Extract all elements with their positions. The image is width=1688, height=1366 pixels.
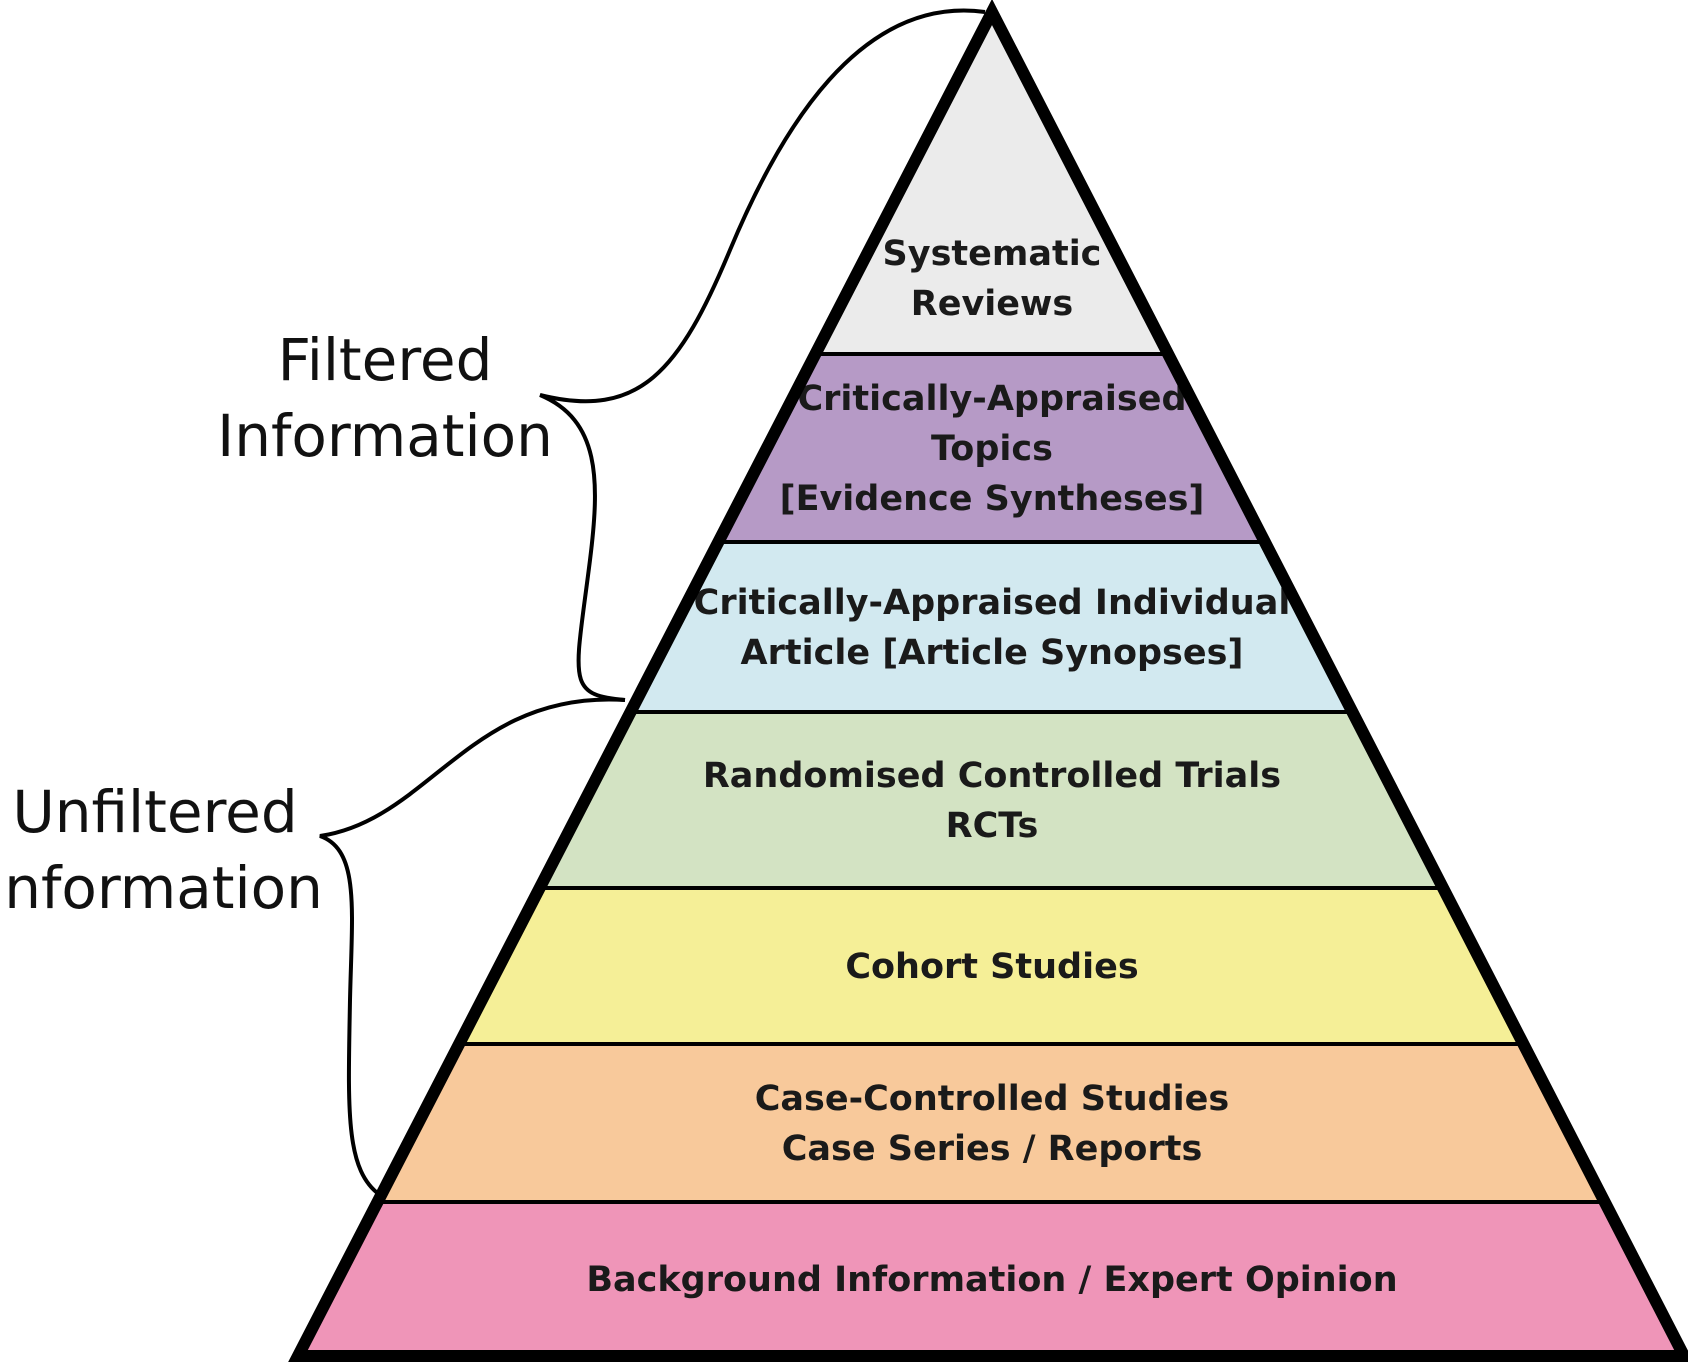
pyramid-tiers: SystematicReviewsCritically-AppraisedTop… — [294, 7, 1688, 1358]
unfiltered-brace — [319, 697, 626, 1197]
pyramid-tier-6 — [374, 1042, 1608, 1204]
tier-5-label-line-1: Cohort Studies — [845, 947, 1138, 987]
tier-1-label-line-1: Systematic — [883, 234, 1102, 274]
tier-4-label-line-2: RCTs — [946, 806, 1039, 846]
tier-2-label-line-2: Topics — [931, 429, 1053, 469]
unfiltered-information-label-line-2: Information — [0, 854, 323, 922]
tier-1-label-line-2: Reviews — [911, 284, 1073, 324]
filtered-brace — [539, 8, 986, 702]
tier-6-label-line-2: Case Series / Reports — [782, 1129, 1203, 1169]
tier-3-label-line-1: Critically-Appraised Individual — [694, 583, 1291, 623]
pyramid-outline — [288, 0, 1688, 1362]
tier-6-label-line-1: Case-Controlled Studies — [755, 1079, 1230, 1119]
tier-7-label-line-1: Background Information / Expert Opinion — [586, 1260, 1397, 1300]
pyramid-tier-4 — [536, 710, 1447, 890]
filtered-information-label-line-1: Filtered — [278, 326, 493, 394]
filtered-information-label-line-2: Information — [217, 402, 553, 470]
tier-2-label-line-1: Critically-Appraised — [797, 379, 1186, 419]
tier-2-label-line-3: [Evidence Syntheses] — [780, 479, 1205, 519]
tier-4-label-line-1: Randomised Controlled Trials — [703, 756, 1281, 796]
tier-3-label-line-2: Article [Article Synopses] — [741, 633, 1244, 673]
unfiltered-information-label-line-1: Unfiltered — [12, 778, 297, 846]
pyramid-tier-3 — [627, 540, 1356, 714]
